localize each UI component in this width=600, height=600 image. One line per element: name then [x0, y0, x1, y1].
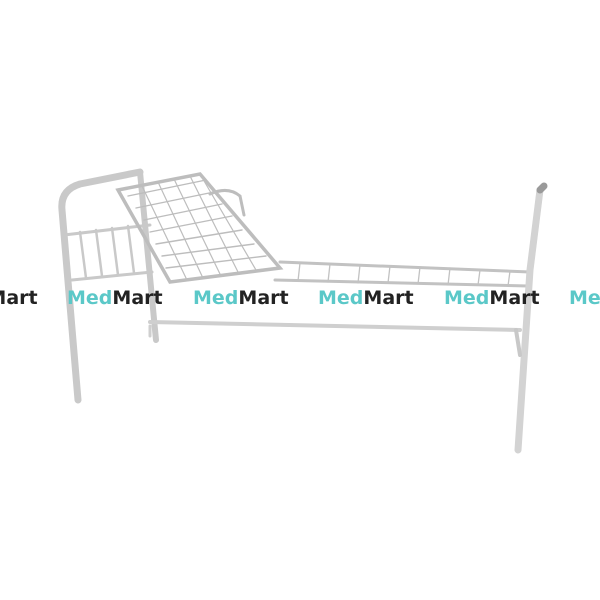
bed-grid: [273, 260, 532, 288]
raised-backrest: [115, 172, 284, 284]
right-footboard: [514, 182, 548, 454]
lower-rails: [148, 320, 522, 338]
left-headboard: [58, 168, 159, 404]
